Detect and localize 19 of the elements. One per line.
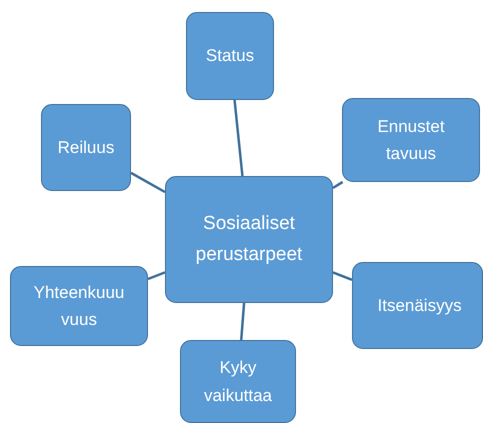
connector-line — [148, 271, 166, 280]
node-label: Sosiaaliset perustarpeet — [194, 212, 304, 266]
node-label: Yhteenkuuu vuus — [32, 282, 126, 331]
concept-box — [41, 104, 131, 191]
concept-box — [342, 98, 480, 182]
concept-box — [352, 262, 483, 349]
connector-line — [233, 100, 244, 176]
connector-line — [130, 172, 166, 194]
node-label: Status — [206, 45, 254, 68]
node-label: Reiluus — [58, 136, 114, 159]
concept-box — [165, 176, 333, 303]
connector-line — [240, 302, 246, 340]
concept-box — [10, 266, 148, 346]
connector-line — [332, 180, 344, 189]
connector-line — [332, 271, 352, 281]
node-label: Ennustet tavuus — [376, 116, 446, 165]
concept-box — [186, 12, 274, 100]
concept-box — [180, 340, 296, 423]
node-label: Kyky vaikuttaa — [202, 357, 274, 406]
